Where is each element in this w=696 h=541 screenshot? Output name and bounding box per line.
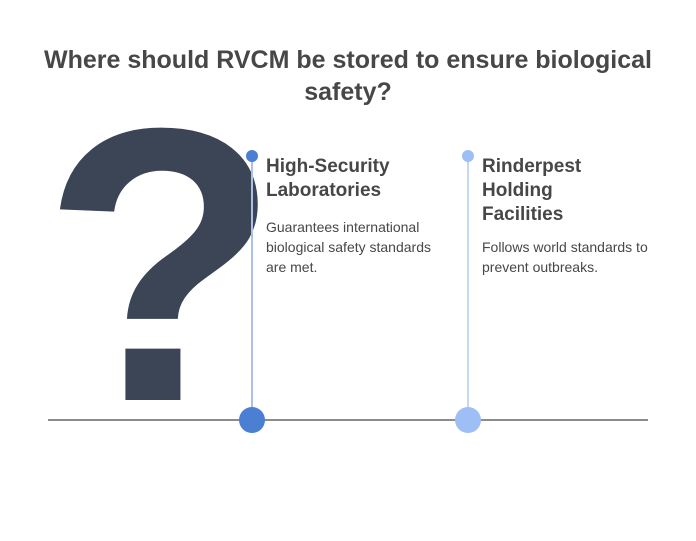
- option-1-bottom-marker: [239, 407, 265, 433]
- option-2-bottom-marker: [455, 407, 481, 433]
- option-2-connector-line: [467, 157, 469, 420]
- option-2-description: Follows world standards to prevent outbr…: [482, 239, 648, 275]
- page-title: Where should RVCM be stored to ensure bi…: [44, 46, 652, 106]
- option-1-top-marker: [246, 150, 258, 162]
- option-2-top-marker: [462, 150, 474, 162]
- option-1-description: Guarantees international biological safe…: [266, 219, 431, 275]
- question-mark-icon: ?: [42, 47, 281, 483]
- option-1-title: High-Security Laboratories: [266, 156, 390, 201]
- option-1-connector-line: [251, 157, 253, 420]
- timeline-baseline: [48, 419, 648, 421]
- option-2-title: Rinderpest Holding Facilities: [482, 156, 582, 225]
